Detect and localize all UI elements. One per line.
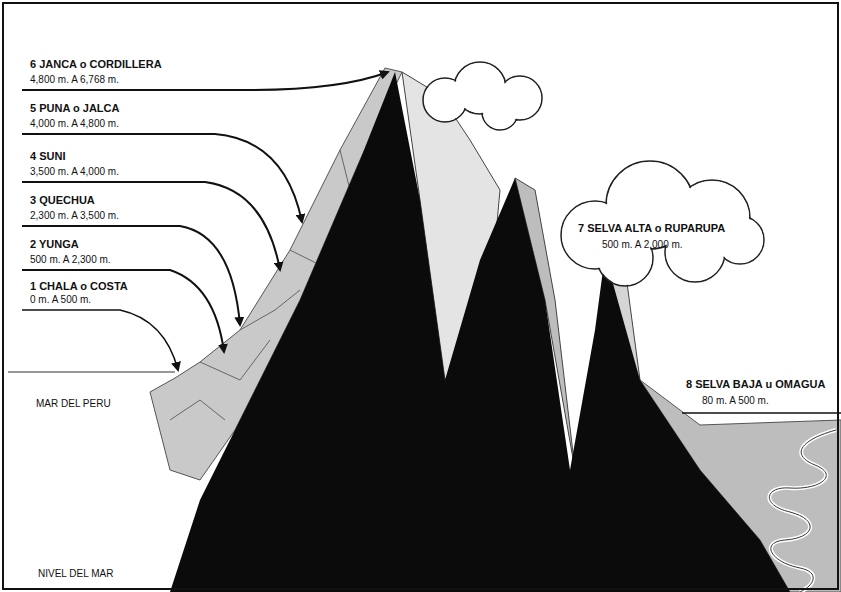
cloud [423,62,542,130]
zone-name: 5 PUNA o JALCA [30,102,119,115]
cloud [561,161,764,286]
altitude-range: 2,300 m. A 3,500 m. [30,210,119,222]
zone-name: 7 SELVA ALTA o RUPARUPA [578,222,725,235]
altitude-range: 4,000 m. A 4,800 m. [30,118,119,130]
altitude-range: 3,500 m. A 4,000 m. [30,166,119,178]
altitude-range: 0 m. A 500 m. [30,294,91,306]
altitude-range: 500 m. A 2,000 m. [602,239,683,251]
zone-name: 4 SUNI [30,150,65,163]
zone-name: 2 YUNGA [30,238,79,251]
altitude-range: 500 m. A 2,300 m. [30,254,111,266]
altitude-range: 4,800 m. A 6,768 m. [30,74,119,86]
zone-name: 1 CHALA o COSTA [30,280,128,293]
zone-name: 6 JANCA o CORDILLERA [30,58,162,71]
zone-name: 3 QUECHUA [30,194,95,207]
altitude-range: 80 m. A 500 m. [700,395,771,407]
sea-level-label: NIVEL DEL MAR [36,568,115,580]
zone-name: 8 SELVA BAJA u OMAGUA [684,378,827,391]
sea-label: MAR DEL PERU [36,398,111,410]
